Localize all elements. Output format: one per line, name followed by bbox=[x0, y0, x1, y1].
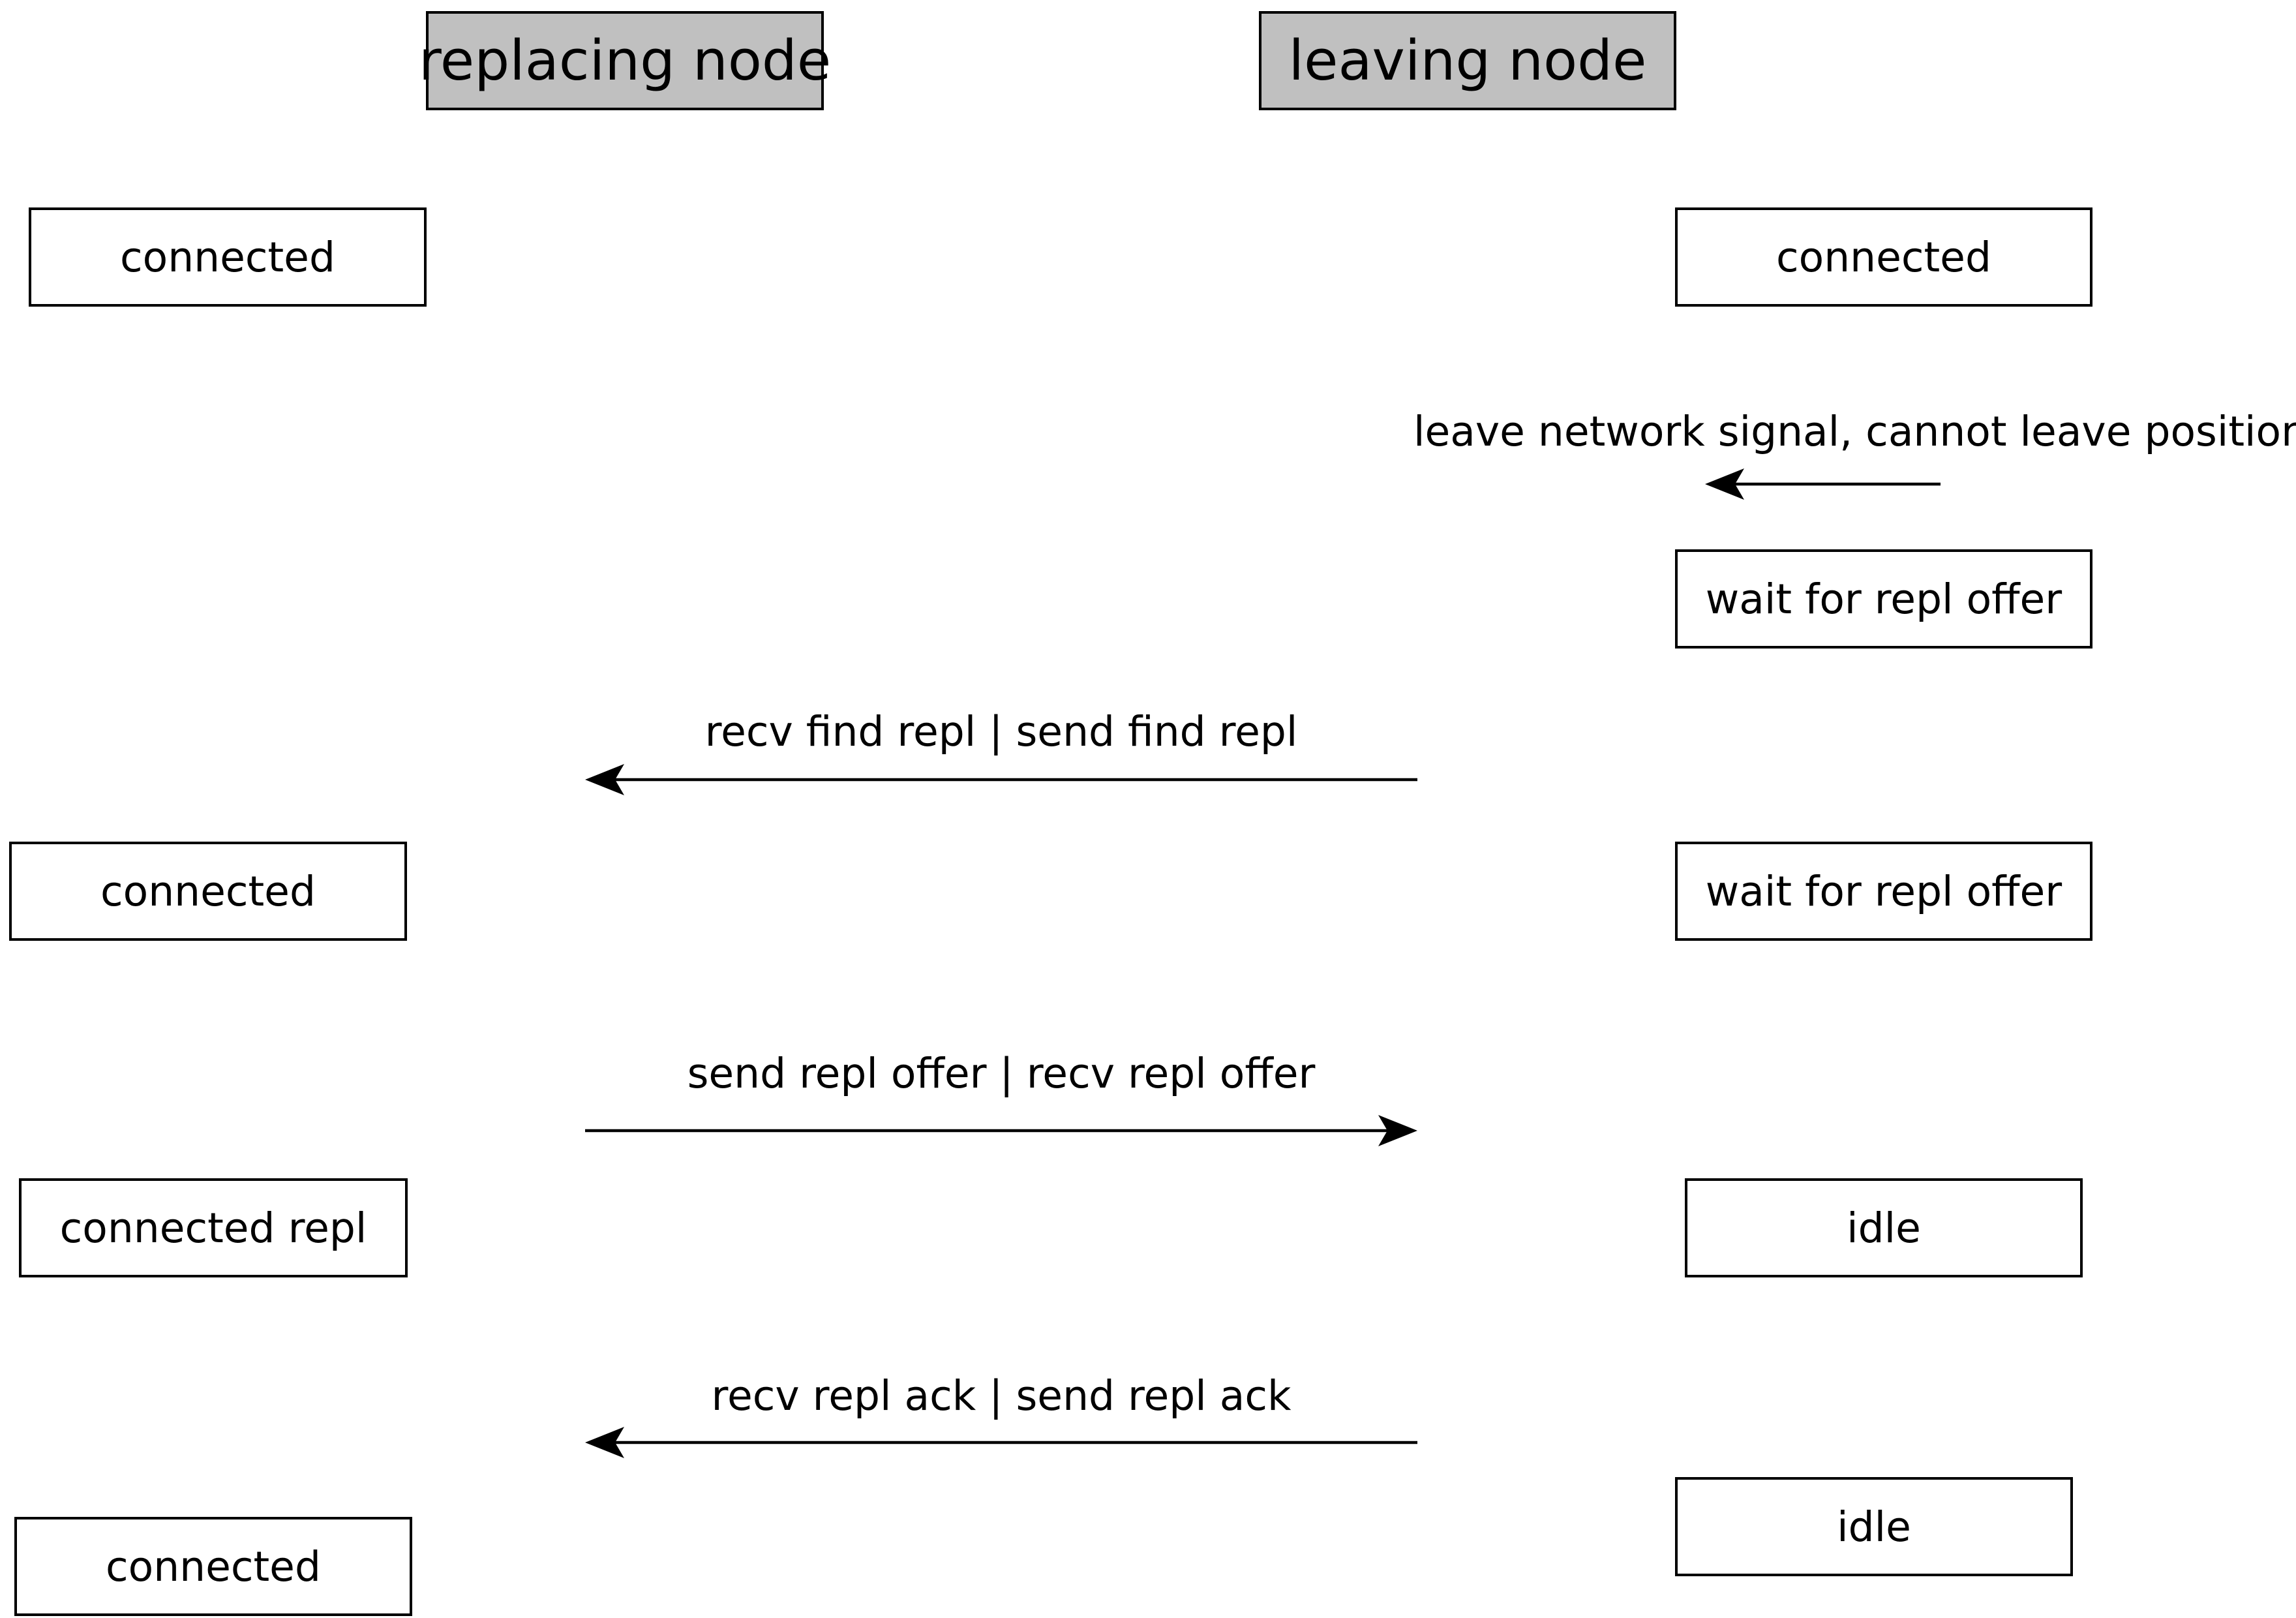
right-state-box: connected bbox=[1675, 207, 2092, 307]
left-state-box: connected repl bbox=[19, 1178, 408, 1277]
message-label: recv repl ack | send repl ack bbox=[711, 1372, 1292, 1420]
repl-offer-arrow bbox=[585, 1115, 1417, 1146]
leaving-node-header: leaving node bbox=[1259, 11, 1676, 110]
right-state-box: wait for repl offer bbox=[1675, 842, 2092, 941]
repl-ack-arrow bbox=[585, 1427, 1417, 1458]
replacing-node-header: replacing node bbox=[419, 11, 831, 110]
message-label: recv find repl | send find repl bbox=[704, 708, 1298, 756]
left-state-box: connected bbox=[29, 207, 427, 307]
right-state-box: idle bbox=[1675, 1477, 2073, 1576]
message-label: send repl offer | recv repl offer bbox=[687, 1050, 1316, 1097]
right-state-box: wait for repl offer bbox=[1675, 549, 2092, 649]
find-repl-arrow bbox=[585, 764, 1417, 795]
left-state-box: connected bbox=[14, 1517, 412, 1616]
leave-signal-arrow bbox=[1705, 468, 1941, 500]
message-label: leave network signal, cannot leave posit… bbox=[1413, 408, 2296, 455]
left-state-box: connected bbox=[9, 842, 407, 941]
right-state-box: idle bbox=[1685, 1178, 2083, 1277]
